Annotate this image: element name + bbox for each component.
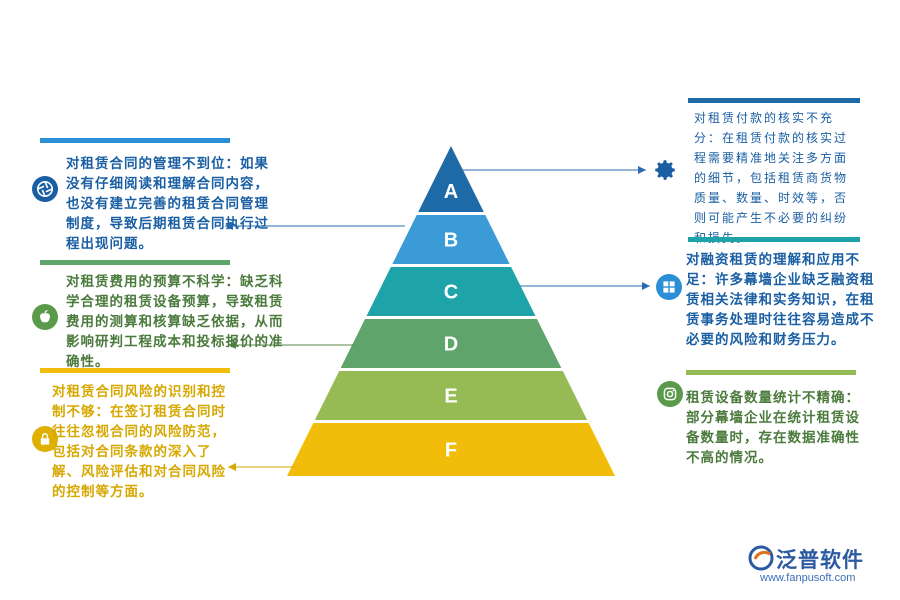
- connector-lines: [225, 166, 650, 471]
- pyramid-tier-label-a: A: [444, 181, 458, 203]
- connector-right1-arrow: [638, 166, 646, 174]
- note-left2: 对租赁费用的预算不科学：缺乏科学合理的租赁设备预算，导致租赁费用的测算和核算缺乏…: [66, 274, 284, 370]
- apple-icon: [32, 304, 58, 330]
- pyramid-tier-f: [287, 423, 615, 476]
- pyramid-tier-b: [392, 215, 510, 264]
- left2-accent-bar: [40, 260, 230, 265]
- gear-icon: [652, 157, 678, 183]
- right3-top-bar: [686, 370, 856, 375]
- note-right1: 对租赁付款的核实不充分：在租赁付款的核实过程需要精准地关注多方面的细节，包括租赁…: [694, 111, 849, 245]
- note-left1: 对租赁合同的管理不到位：如果没有仔细阅读和理解合同内容，也没有建立完善的租赁合同…: [66, 156, 269, 252]
- pyramid-tier-c: [366, 267, 536, 316]
- pyramid-tier-d: [340, 319, 562, 368]
- logo-url: www.fanpusoft.com: [760, 572, 856, 584]
- note-left3: 对租赁合同风险的识别和控制不够：在签订租赁合同时往往忽视合同的风险防范，包括对合…: [52, 384, 226, 500]
- windows-icon: [656, 274, 682, 300]
- connector-left1-arrow: [225, 222, 233, 230]
- pyramid-tier-label-f: F: [445, 440, 457, 462]
- logo-name: 泛普软件: [776, 548, 864, 572]
- pyramid-tier-label-b: B: [444, 230, 458, 252]
- connector-left3-arrow: [228, 463, 236, 471]
- camera-shutter-icon: [32, 176, 58, 202]
- pyramid-tiers: A B C D E F: [287, 146, 615, 476]
- note-right3: 租赁设备数量统计不精确：部分幕墙企业在统计租赁设备数量时，存在数据准确性不高的情…: [686, 390, 860, 466]
- pyramid-tier-e: [314, 371, 588, 420]
- left3-accent-bar: [40, 368, 230, 373]
- pyramid-tier-a: [418, 146, 484, 212]
- instagram-icon: [657, 381, 683, 407]
- right1-bottom-bar: [688, 237, 860, 242]
- logo-mark-icon: [748, 545, 774, 571]
- note-right2: 对融资租赁的理解和应用不足：许多幕墙企业缺乏融资租赁相关法律和实务知识，在租赁事…: [686, 252, 875, 348]
- pyramid-tier-label-e: E: [444, 386, 457, 408]
- pyramid-tier-label-c: C: [444, 282, 458, 304]
- left1-accent-bar: [40, 138, 230, 143]
- right1-top-bar: [688, 98, 860, 103]
- fanpu-logo: 泛普软件 www.fanpusoft.com: [746, 542, 886, 592]
- pyramid-tier-label-d: D: [444, 334, 458, 356]
- connector-left2-arrow: [228, 341, 236, 349]
- lock-icon: [32, 426, 58, 452]
- connector-right2-arrow: [642, 282, 650, 290]
